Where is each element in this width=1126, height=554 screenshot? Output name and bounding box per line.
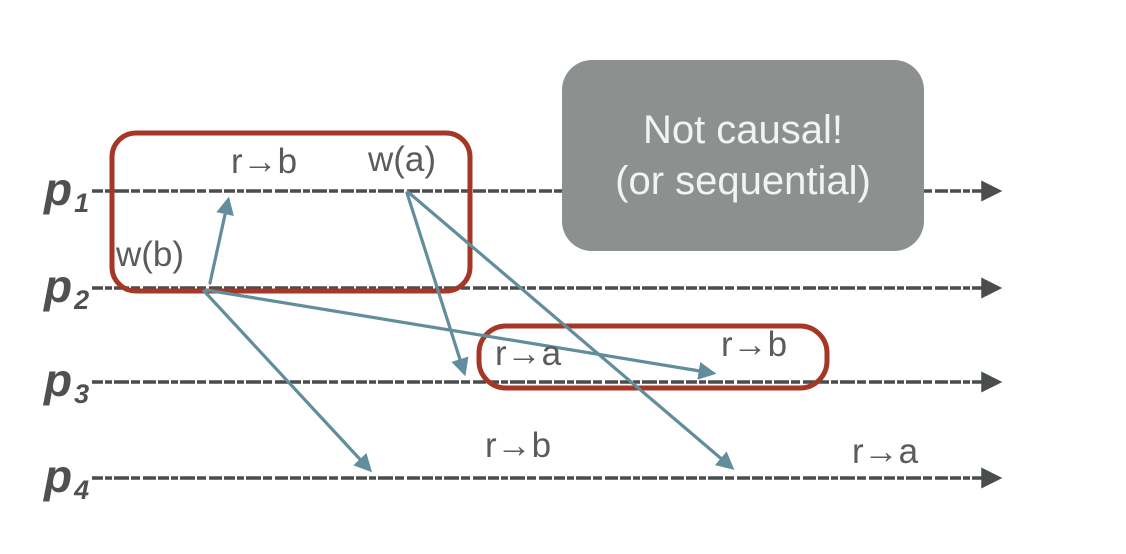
event-label-p1-write-a: w(a): [368, 140, 437, 179]
event-label-p3-read-b: r→b: [721, 325, 788, 364]
process-label-p3-sub: 3: [74, 379, 91, 409]
process-label-p3: p3: [44, 357, 90, 408]
process-label-p1: p1: [44, 166, 90, 217]
process-label-p2-sub: 2: [74, 285, 91, 315]
not-causal-callout: Not causal! (or sequential): [562, 60, 924, 251]
callout-line1: Not causal!: [642, 107, 844, 152]
process-label-p4-sub: 4: [74, 475, 91, 505]
message-arrow-wb-to-p4: [202, 289, 373, 473]
message-arrow-wb-to-p1: [208, 196, 234, 285]
event-label-p2-write-b: w(b): [116, 235, 185, 274]
message-arrow-wa-to-p4: [406, 190, 735, 470]
process-label-p3-base: p: [44, 354, 74, 406]
process-label-p1-sub: 1: [74, 188, 91, 218]
message-arrow-wb-to-p3: [204, 288, 717, 380]
process-label-p2: p2: [44, 263, 90, 314]
message-arrow-wa-to-p3: [405, 191, 469, 377]
process-label-p2-base: p: [44, 260, 74, 312]
callout-line2: (or sequential): [615, 158, 871, 203]
highlight-box-p1p2: [109, 130, 473, 294]
process-label-p4: p4: [44, 453, 90, 504]
event-label-p3-read-a: r→a: [495, 334, 562, 373]
highlight-box-p3: [476, 323, 830, 391]
process-label-p1-base: p: [44, 163, 74, 215]
process-label-p4-base: p: [44, 450, 74, 502]
event-label-p1-read-b: r→b: [231, 142, 298, 181]
event-label-p4-read-b: r→b: [485, 426, 552, 465]
event-label-p4-read-a: r→a: [852, 432, 919, 471]
